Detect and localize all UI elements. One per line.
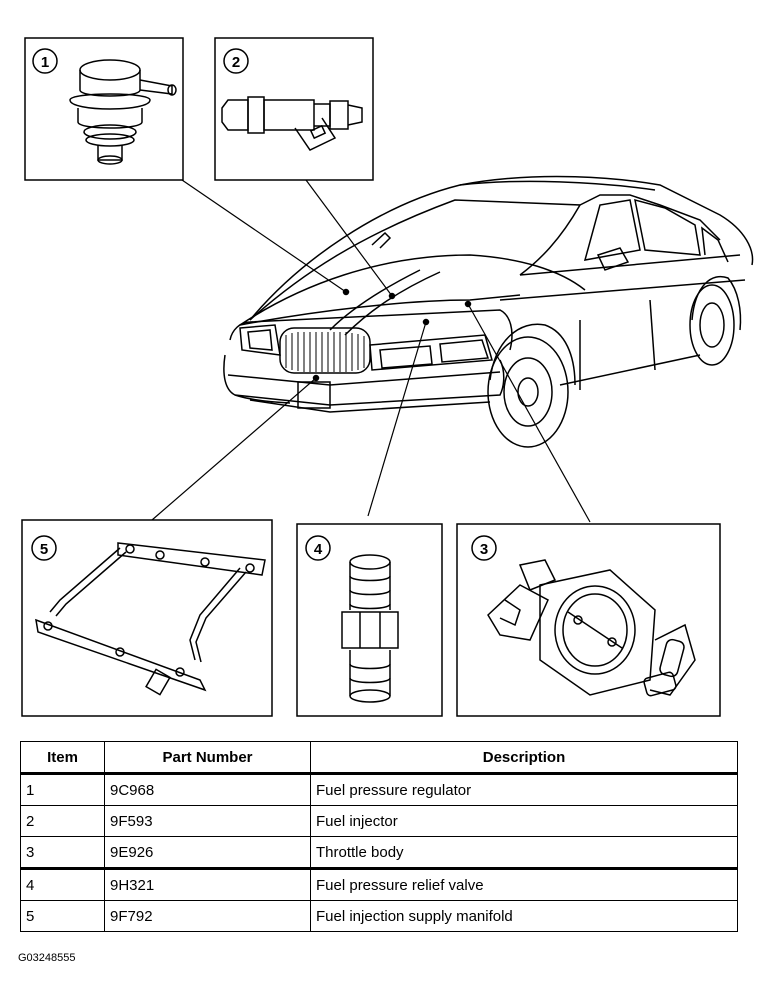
leader-lines (151, 179, 591, 523)
throttle-body-icon (487, 559, 696, 697)
item-cell: 2 (20, 805, 105, 837)
column-header-description: Description (310, 741, 738, 775)
column-header-item: Item (20, 741, 105, 775)
item-cell: 1 (20, 773, 105, 806)
item-cell: 4 (20, 867, 105, 901)
callout-box-5: 5 (21, 519, 273, 717)
components-diagram: 1 2 5 (21, 37, 754, 717)
description-cell: Fuel injection supply manifold (310, 900, 738, 932)
callout-number: 4 (314, 541, 323, 558)
description-cell: Throttle body (310, 836, 738, 869)
callout-number: 3 (480, 541, 488, 558)
fuel-injector-icon (221, 96, 363, 151)
description-cell: Fuel pressure relief valve (310, 867, 738, 901)
callout-number-badge (223, 48, 249, 74)
part-number-cell: 9C968 (104, 773, 311, 806)
part-number-cell: 9E926 (104, 836, 311, 869)
callout-number-badge (32, 48, 58, 74)
callout-number-badge (31, 535, 57, 561)
part-number-cell: 9F792 (104, 900, 311, 932)
column-header-part-number: Part Number (104, 741, 311, 775)
sedan-car-icon (223, 175, 754, 448)
callout-box-1: 1 (24, 37, 184, 181)
table-row: 1 9C968 Fuel pressure regulator (20, 773, 738, 806)
callout-number: 5 (40, 541, 48, 558)
callout-number-badge (471, 535, 497, 561)
parts-table: Item Part Number Description 1 9C968 Fue… (20, 741, 738, 932)
callout-number-badge (305, 535, 331, 561)
description-cell: Fuel injector (310, 805, 738, 837)
item-cell: 5 (20, 900, 105, 932)
table-row: 3 9E926 Throttle body (20, 836, 738, 869)
description-cell: Fuel pressure regulator (310, 773, 738, 806)
fuel-pressure-regulator-icon (69, 59, 177, 165)
table-header-row: Item Part Number Description (20, 741, 738, 775)
figure-code: G03248555 (18, 952, 76, 964)
table-row: 2 9F593 Fuel injector (20, 805, 738, 837)
table-row: 5 9F792 Fuel injection supply manifold (20, 900, 738, 932)
callout-box-3: 3 (456, 523, 721, 717)
table-row: 4 9H321 Fuel pressure relief valve (20, 867, 738, 901)
callout-box-2: 2 (214, 37, 374, 181)
fuel-injection-supply-manifold-icon (35, 542, 266, 696)
item-cell: 3 (20, 836, 105, 869)
callout-number: 2 (232, 54, 240, 71)
part-number-cell: 9H321 (104, 867, 311, 901)
fuel-pressure-relief-valve-icon (341, 554, 399, 703)
callout-number: 1 (41, 54, 49, 71)
callout-box-4: 4 (296, 523, 443, 717)
part-number-cell: 9F593 (104, 805, 311, 837)
